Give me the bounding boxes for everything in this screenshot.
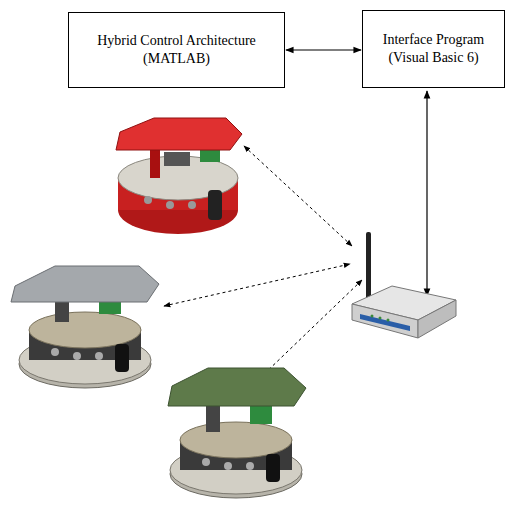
red-robot xyxy=(116,118,242,234)
grey-robot xyxy=(11,266,159,388)
green-robot xyxy=(168,368,306,498)
network-link xyxy=(426,91,427,296)
process-box: Hybrid Control Architecture (MATLAB) xyxy=(68,12,285,88)
box-label: Hybrid Control Architecture (MATLAB) xyxy=(79,32,274,68)
connector-arrow xyxy=(286,49,361,50)
router-icon xyxy=(352,232,456,338)
process-box: Interface Program (Visual Basic 6) xyxy=(362,10,505,88)
box-label: Interface Program (Visual Basic 6) xyxy=(373,31,494,67)
